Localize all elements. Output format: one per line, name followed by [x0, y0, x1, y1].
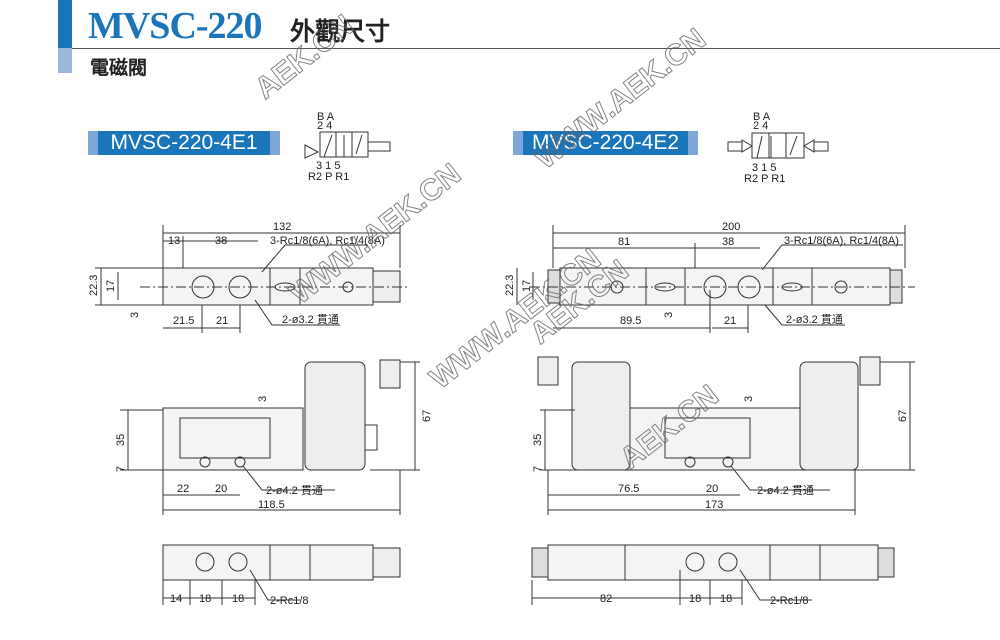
- symbol-port-letters-bottom: R2 P R1: [308, 171, 349, 183]
- symbol-port-letters: B A: [317, 111, 335, 123]
- dim-label: 3: [743, 396, 755, 402]
- dim-label: 17: [105, 280, 117, 292]
- dim-label: 20: [215, 483, 227, 495]
- symbol-port-letters-bottom: R2 P R1: [744, 173, 785, 185]
- dim-label: 22: [177, 483, 189, 495]
- symbol-port-numbers: 2 4: [753, 120, 768, 132]
- dim-label: 7: [115, 466, 127, 472]
- dim-label: 18: [199, 593, 211, 605]
- dim-label: 35: [532, 434, 544, 446]
- bottom-view-4e2: 82 18 18 2-Rc1/8: [531, 544, 895, 607]
- watermark: AEK.CN: [249, 9, 360, 106]
- dim-label: 18: [720, 593, 732, 605]
- symbol-port-numbers-bottom: 3 1 5: [752, 162, 776, 174]
- dim-label: 38: [215, 235, 227, 247]
- hole-callout: 2-ø3.2 貫通: [282, 313, 339, 326]
- header-accent-bar: [58, 0, 72, 48]
- port-callout: 2-Rc1/8: [270, 595, 309, 607]
- dim-label: 82: [600, 593, 612, 605]
- port-callout: 3-Rc1/8(6A), Rc1/4(8A): [270, 235, 385, 247]
- hole-callout: 2-ø4.2 貫通: [757, 484, 814, 497]
- dim-label: 14: [170, 593, 182, 605]
- dim-overall-length: 118.5: [258, 499, 285, 511]
- hole-callout: 2-ø4.2 貫通: [266, 484, 323, 497]
- symbol-port-numbers: 2 4: [317, 120, 332, 132]
- dim-label: 3: [129, 312, 141, 318]
- dim-overall-length: 132: [273, 221, 291, 233]
- dim-overall-length: 200: [722, 221, 740, 233]
- dim-label: 7: [532, 466, 544, 472]
- dim-label: 21: [724, 315, 736, 327]
- dim-overall-length: 173: [705, 499, 723, 511]
- hole-callout: 2-ø3.2 貫通: [786, 313, 843, 326]
- dim-label: 18: [689, 593, 701, 605]
- dim-label: 13: [168, 235, 180, 247]
- port-callout: 2-Rc1/8: [770, 595, 809, 607]
- dim-label: 3: [257, 396, 269, 402]
- model-badge-4e1: MVSC-220-4E1: [88, 131, 280, 155]
- valve-symbol-4e1: B A 2 4 3 1 5 R2 P R1: [304, 111, 391, 183]
- side-view-4e2: 3 67 35 7 76.5 20 2-ø4.2 貫通 173: [532, 356, 915, 515]
- dim-label: 21: [216, 315, 228, 327]
- page-title-suffix: 外觀尺寸: [290, 18, 391, 46]
- dim-label: 3: [663, 312, 675, 318]
- dim-label: 21.5: [173, 315, 194, 327]
- dim-label: 38: [722, 236, 734, 248]
- top-view-4e2: 200 81 38 3-Rc1/8(6A), Rc1/4(8A) 22.3 17…: [504, 221, 915, 333]
- header-divider: [72, 48, 1000, 49]
- port-callout: 3-Rc1/8(6A), Rc1/4(8A): [784, 235, 899, 247]
- top-view-4e1: 132 13 38 3-Rc1/8(6A), Rc1/4(8A) 22.3 17…: [88, 221, 410, 333]
- symbol-port-numbers-bottom: 3 1 5: [316, 160, 340, 172]
- dim-label: 22.3: [88, 275, 100, 296]
- page-subtitle: 電磁閥: [90, 58, 148, 79]
- bottom-view-4e1: 14 18 18 2-Rc1/8: [162, 544, 401, 607]
- header-accent-bar-light: [58, 48, 72, 73]
- dim-label: 20: [706, 483, 718, 495]
- side-view-4e1: 3 67 35 7 22 20 2-ø4.2 貫通 118.5: [115, 359, 433, 515]
- dim-label: 35: [115, 434, 127, 446]
- watermark: WWW.AEK.CN: [529, 22, 712, 175]
- dim-label: 67: [897, 410, 909, 422]
- dim-label: 18: [232, 593, 244, 605]
- dim-label: 89.5: [620, 315, 641, 327]
- page-title: MVSC-220: [88, 5, 263, 47]
- valve-symbol-4e2: B A 2 4 3 1 5 R2 P R1: [727, 111, 829, 185]
- symbol-port-letters: B A: [753, 111, 771, 123]
- dim-label: 76.5: [618, 483, 639, 495]
- dim-label: 81: [618, 236, 630, 248]
- model-badge-4e2: MVSC-220-4E2: [513, 131, 698, 155]
- dim-label: 22.3: [504, 275, 516, 296]
- dim-label: 67: [421, 410, 433, 422]
- dim-label: 17: [521, 280, 533, 292]
